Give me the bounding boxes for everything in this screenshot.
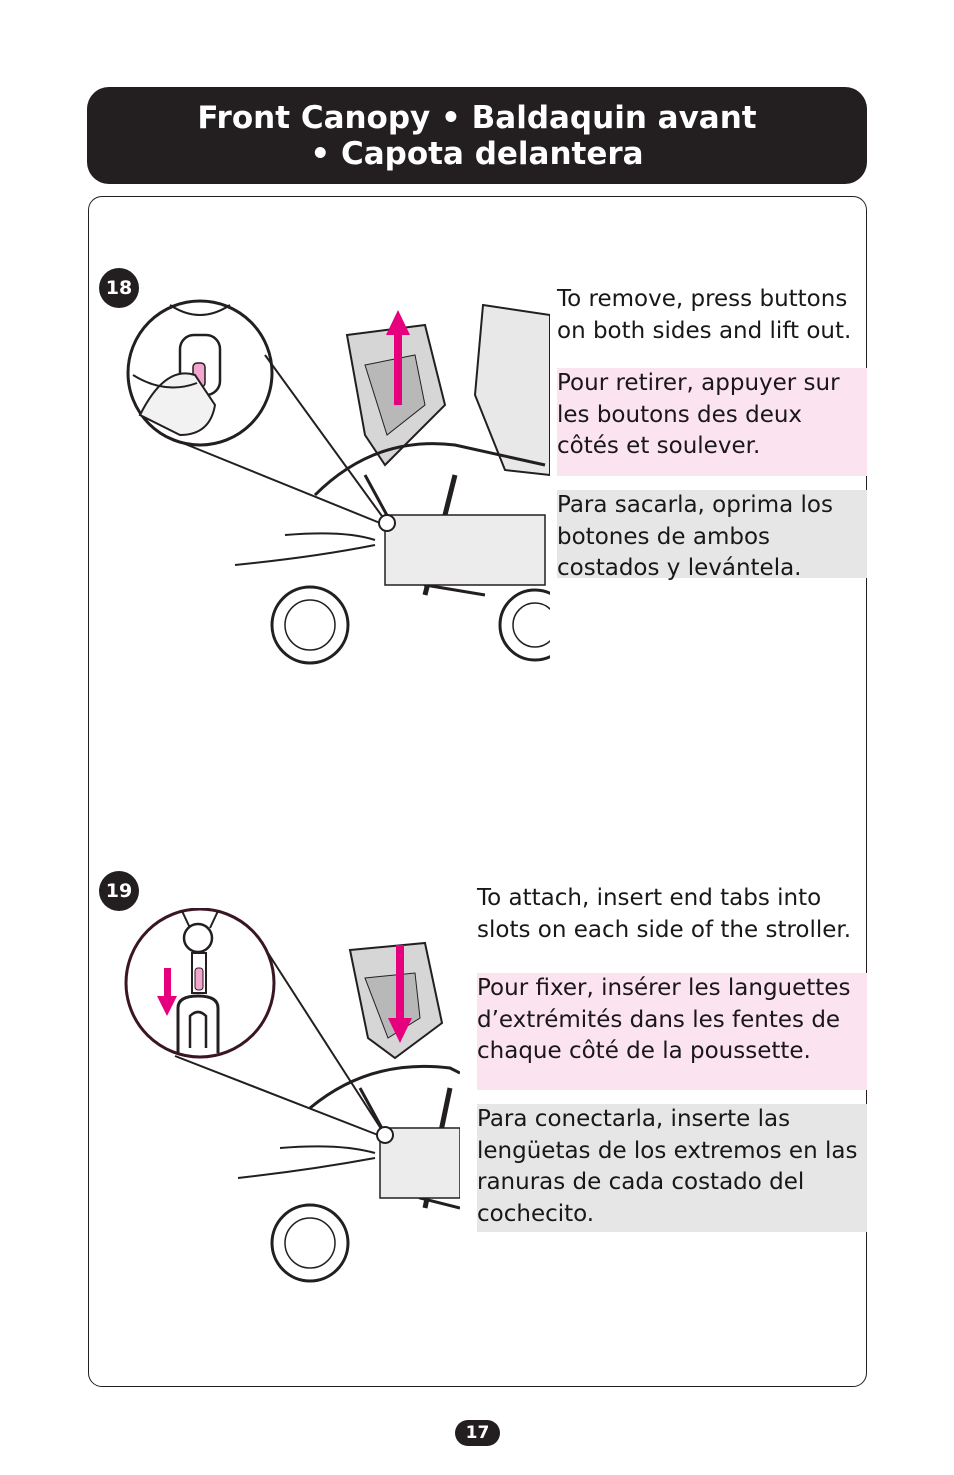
header-title-line1: Front Canopy • Baldaquin avant	[197, 99, 757, 136]
step18-spanish-text: Para sacarla, oprima los botones de ambo…	[557, 490, 867, 581]
section-header: Front Canopy • Baldaquin avant • Capota …	[87, 87, 867, 184]
stroller-remove-canopy-illustration	[126, 299, 550, 665]
step19-french-text: Pour fixer, insérer les languettes d’ext…	[477, 973, 867, 1090]
page-number: 17	[455, 1420, 500, 1446]
step18-english-text: To remove, press buttons on both sides a…	[557, 286, 852, 344]
step19-spanish-text: Para conectarla, inserte las lengüetas d…	[477, 1104, 867, 1232]
step19-english-text: To attach, insert end tabs into slots on…	[477, 885, 852, 943]
stroller-attach-canopy-illustration	[124, 908, 460, 1283]
instruction-panel	[88, 196, 867, 1387]
step18-french-text: Pour retirer, appuyer sur les boutons de…	[557, 368, 867, 476]
header-title-line2: • Capota delantera	[310, 135, 644, 172]
step-number-badge: 19	[99, 871, 139, 911]
step-number-badge: 18	[99, 268, 139, 308]
